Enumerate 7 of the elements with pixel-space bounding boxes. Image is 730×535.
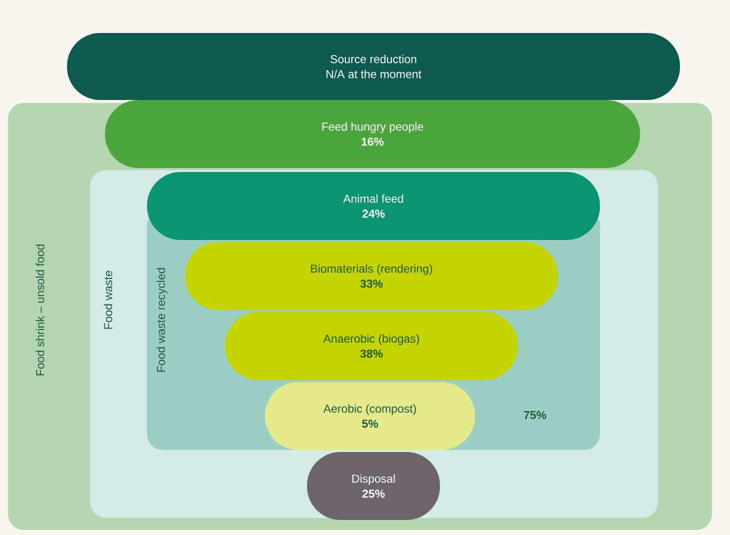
tier-pill: Source reduction N/A at the moment xyxy=(67,33,680,100)
tier-pill: Disposal 25% xyxy=(307,452,440,520)
tier-pill: Biomaterials (rendering) 33% xyxy=(185,242,558,310)
tier-pill: Feed hungry people 16% xyxy=(105,100,640,168)
tier-pill: Aerobic (compost) 5% xyxy=(265,382,475,450)
tier-pill: Animal feed 24% xyxy=(147,172,600,240)
tier-pill: Anaerobic (biogas) 38% xyxy=(225,312,518,380)
